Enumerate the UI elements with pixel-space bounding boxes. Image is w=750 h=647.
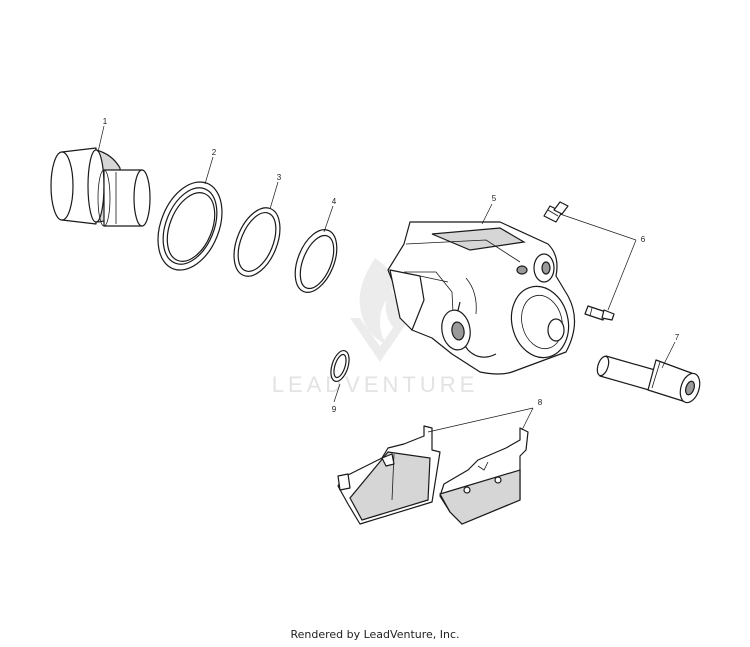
footer-credit: Rendered by LeadVenture, Inc. <box>290 628 460 641</box>
callout-8: 8 <box>538 398 543 407</box>
callout-5: 5 <box>492 194 497 203</box>
part-2-seal <box>157 181 223 271</box>
part-4-ring <box>294 229 338 293</box>
watermark: LEADVENTURE <box>272 258 479 397</box>
callout-4: 4 <box>332 197 337 206</box>
callout-1: 1 <box>103 117 108 126</box>
part-1-piston <box>50 147 151 227</box>
part-8-brake-pads <box>337 425 529 525</box>
part-6-bleeder-screws <box>543 201 615 321</box>
part-5-caliper-body <box>387 221 576 375</box>
callout-labels: 1 2 3 4 5 6 7 8 9 <box>103 117 680 414</box>
callout-2: 2 <box>212 148 217 157</box>
callout-9: 9 <box>332 405 337 414</box>
part-3-ring <box>233 207 281 277</box>
leader-lines <box>97 125 676 433</box>
part-7-guide-pin <box>596 355 701 404</box>
callout-6: 6 <box>641 235 646 244</box>
part-9-o-ring <box>330 349 350 383</box>
callout-3: 3 <box>277 173 282 182</box>
watermark-text: LEADVENTURE <box>272 372 479 397</box>
callout-7: 7 <box>675 333 680 342</box>
watermark-logo-icon <box>350 258 410 362</box>
